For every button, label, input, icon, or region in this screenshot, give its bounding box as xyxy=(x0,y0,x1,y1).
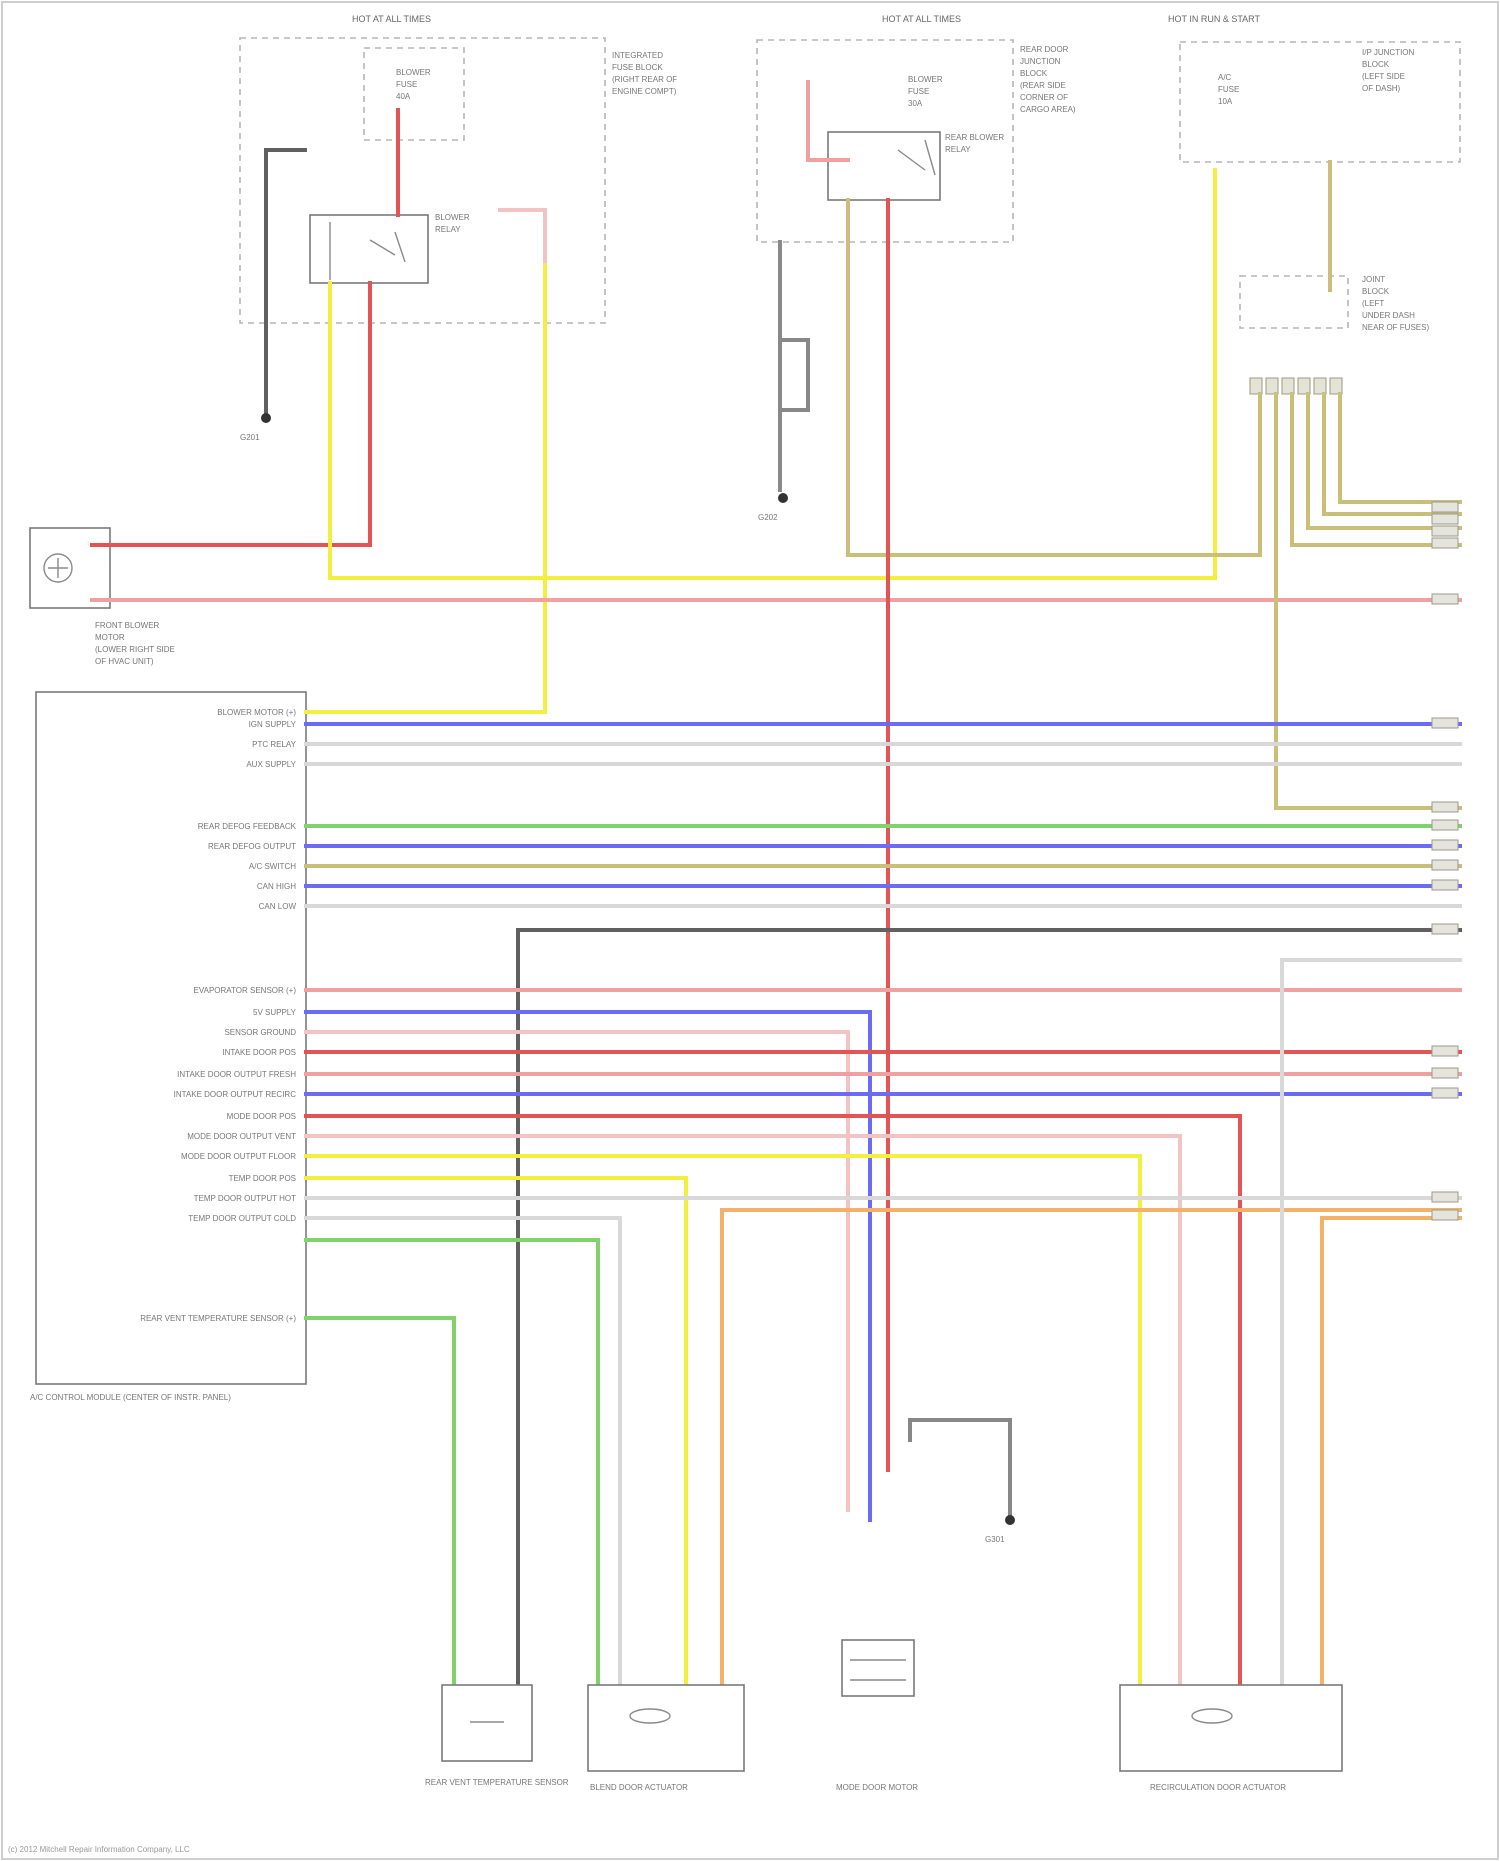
svg-text:RECIRCULATION DOOR ACTUATOR: RECIRCULATION DOOR ACTUATOR xyxy=(1150,1783,1286,1792)
top-right-fuse-block: HOT IN RUN & START I/P JUNCTION BLOCK (L… xyxy=(1168,14,1460,394)
control-module-label: A/C CONTROL MODULE (CENTER OF INSTR. PAN… xyxy=(30,1393,231,1402)
ground-label-2: G202 xyxy=(758,513,778,522)
module-pin-label: MODE DOOR OUTPUT FLOOR xyxy=(181,1152,296,1161)
svg-text:BLOWER: BLOWER xyxy=(396,68,431,77)
diagram-footer: (c) 2012 Mitchell Repair Information Com… xyxy=(8,1845,190,1854)
svg-text:MODE DOOR MOTOR: MODE DOOR MOTOR xyxy=(836,1783,918,1792)
rear-vent-temp-sensor: REAR VENT TEMPERATURE SENSOR xyxy=(425,1685,569,1787)
module-pin-label: TEMP DOOR OUTPUT COLD xyxy=(188,1214,296,1223)
module-pin-label: INTAKE DOOR OUTPUT RECIRC xyxy=(174,1090,297,1099)
top-left-fuse-block: HOT AT ALL TIMES INTEGRATED FUSE BLOCK (… xyxy=(240,14,677,323)
svg-text:FUSE: FUSE xyxy=(908,87,929,96)
svg-text:INTEGRATED: INTEGRATED xyxy=(612,51,663,60)
svg-text:ENGINE COMPT): ENGINE COMPT) xyxy=(612,87,677,96)
svg-text:FUSE: FUSE xyxy=(396,80,417,89)
svg-text:OF HVAC UNIT): OF HVAC UNIT) xyxy=(95,657,154,666)
svg-text:40A: 40A xyxy=(396,92,411,101)
module-pin-label: REAR VENT TEMPERATURE SENSOR (+) xyxy=(140,1314,296,1323)
svg-text:UNDER DASH: UNDER DASH xyxy=(1362,311,1415,320)
top-middle-fuse-block: HOT AT ALL TIMES REAR DOOR JUNCTION BLOC… xyxy=(757,14,1076,242)
hot-in-run-start-label: HOT IN RUN & START xyxy=(1168,14,1261,24)
module-pin-label: 5V SUPPLY xyxy=(253,1008,297,1017)
module-pin-label: A/C SWITCH xyxy=(249,862,296,871)
svg-text:(LEFT: (LEFT xyxy=(1362,299,1384,308)
module-pin-label: INTAKE DOOR OUTPUT FRESH xyxy=(177,1070,296,1079)
module-pin-label: AUX SUPPLY xyxy=(246,760,296,769)
module-pin-label: BLOWER MOTOR (+) xyxy=(217,708,296,717)
svg-text:A/C: A/C xyxy=(1218,73,1232,82)
svg-text:REAR DOOR: REAR DOOR xyxy=(1020,45,1069,54)
svg-text:JOINT: JOINT xyxy=(1362,275,1385,284)
svg-text:(RIGHT REAR OF: (RIGHT REAR OF xyxy=(612,75,677,84)
svg-text:OF DASH): OF DASH) xyxy=(1362,84,1401,93)
hvac-control-module: A/C CONTROL MODULE (CENTER OF INSTR. PAN… xyxy=(30,692,306,1402)
svg-text:BLOCK: BLOCK xyxy=(1020,69,1048,78)
module-pin-label: REAR DEFOG OUTPUT xyxy=(208,842,296,851)
svg-text:BLOWER: BLOWER xyxy=(435,213,470,222)
module-pin-label: REAR DEFOG FEEDBACK xyxy=(198,822,297,831)
svg-text:(REAR SIDE: (REAR SIDE xyxy=(1020,81,1066,90)
hot-at-all-times-label-2: HOT AT ALL TIMES xyxy=(882,14,961,24)
svg-text:10A: 10A xyxy=(1218,97,1233,106)
module-pin-label: PTC RELAY xyxy=(252,740,297,749)
module-pin-label: EVAPORATOR SENSOR (+) xyxy=(194,986,297,995)
svg-text:FUSE: FUSE xyxy=(1218,85,1239,94)
svg-text:CORNER OF: CORNER OF xyxy=(1020,93,1068,102)
recirc-door-actuator: RECIRCULATION DOOR ACTUATOR xyxy=(1120,1685,1342,1792)
svg-text:REAR VENT TEMPERATURE SENSOR: REAR VENT TEMPERATURE SENSOR xyxy=(425,1778,569,1787)
module-pin-label: INTAKE DOOR POS xyxy=(222,1048,296,1057)
ground-label-1: G201 xyxy=(240,433,260,442)
svg-text:I/P JUNCTION: I/P JUNCTION xyxy=(1362,48,1415,57)
svg-text:JUNCTION: JUNCTION xyxy=(1020,57,1061,66)
blend-door-actuator: BLEND DOOR ACTUATOR xyxy=(588,1685,744,1792)
module-pin-label: CAN HIGH xyxy=(257,882,296,891)
svg-text:FUSE BLOCK: FUSE BLOCK xyxy=(612,63,663,72)
svg-text:BLOCK: BLOCK xyxy=(1362,287,1390,296)
module-pin-label: IGN SUPPLY xyxy=(249,720,297,729)
module-pin-label: CAN LOW xyxy=(259,902,297,911)
svg-text:RELAY: RELAY xyxy=(435,225,461,234)
front-blower-motor: FRONT BLOWER MOTOR (LOWER RIGHT SIDE OF … xyxy=(30,528,175,666)
svg-text:(LEFT SIDE: (LEFT SIDE xyxy=(1362,72,1405,81)
svg-text:REAR BLOWER: REAR BLOWER xyxy=(945,133,1004,142)
hot-at-all-times-label-1: HOT AT ALL TIMES xyxy=(352,14,431,24)
ground-label-3: G301 xyxy=(985,1535,1005,1544)
ground-symbols: G201 G202 G301 xyxy=(240,413,1015,1544)
svg-text:BLOWER: BLOWER xyxy=(908,75,943,84)
module-pin-label: TEMP DOOR OUTPUT HOT xyxy=(194,1194,296,1203)
svg-text:BLEND DOOR ACTUATOR: BLEND DOOR ACTUATOR xyxy=(590,1783,688,1792)
svg-text:NEAR OF FUSES): NEAR OF FUSES) xyxy=(1362,323,1429,332)
svg-text:CARGO AREA): CARGO AREA) xyxy=(1020,105,1076,114)
svg-text:(LOWER RIGHT SIDE: (LOWER RIGHT SIDE xyxy=(95,645,175,654)
svg-text:30A: 30A xyxy=(908,99,923,108)
svg-text:MOTOR: MOTOR xyxy=(95,633,125,642)
mode-door-motor: MODE DOOR MOTOR xyxy=(836,1640,918,1792)
svg-text:FRONT BLOWER: FRONT BLOWER xyxy=(95,621,160,630)
module-pin-label: MODE DOOR POS xyxy=(227,1112,296,1121)
svg-text:RELAY: RELAY xyxy=(945,145,971,154)
module-pin-label: TEMP DOOR POS xyxy=(229,1174,296,1183)
module-pin-label: SENSOR GROUND xyxy=(224,1028,296,1037)
module-pin-label: MODE DOOR OUTPUT VENT xyxy=(187,1132,296,1141)
svg-text:BLOCK: BLOCK xyxy=(1362,60,1390,69)
connector-tags xyxy=(1432,502,1458,1220)
